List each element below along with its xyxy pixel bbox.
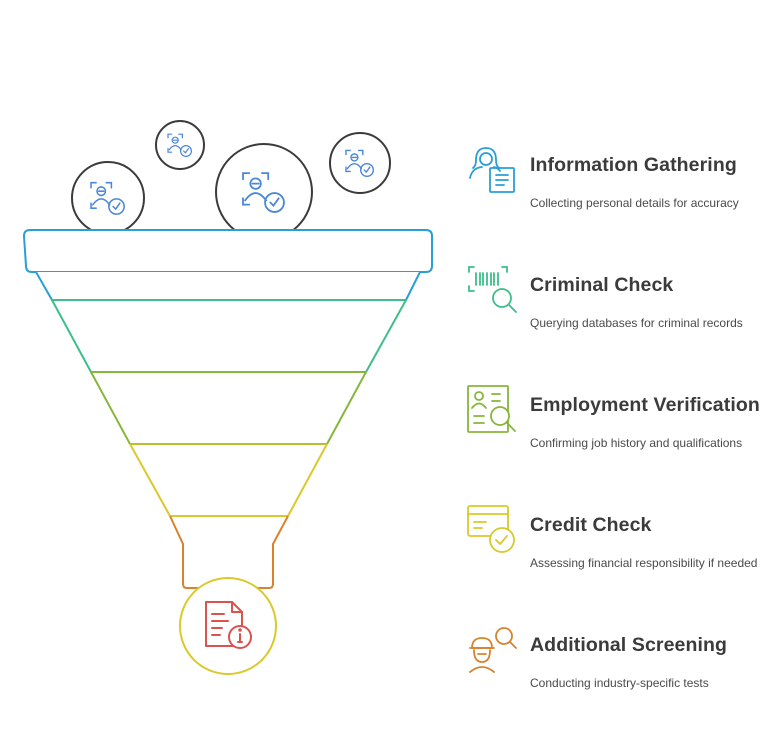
stage-additional-screening: Additional Screening Conducting industry… (466, 624, 782, 704)
funnel-stage-4 (129, 443, 328, 517)
funnel-rim (22, 229, 433, 273)
verified-person-icon (345, 149, 374, 177)
input-bubble-2 (155, 120, 205, 170)
stage-title: Criminal Check (530, 274, 674, 296)
stage-information-gathering: Information Gathering Collecting persona… (466, 144, 782, 224)
person-document-icon (469, 147, 515, 193)
document-info-icon (205, 601, 252, 649)
worker-search-icon (469, 627, 517, 673)
input-bubble-1 (71, 161, 145, 235)
barcode-search-icon (468, 266, 517, 313)
stage-title: Information Gathering (530, 154, 737, 176)
input-bubble-3 (215, 143, 313, 241)
funnel-stage-1 (35, 271, 421, 301)
resume-search-icon (467, 385, 516, 433)
stage-title: Credit Check (530, 514, 652, 536)
stage-description: Assessing financial responsibility if ne… (530, 556, 758, 570)
stage-employment-verification: Employment Verification Confirming job h… (466, 384, 782, 464)
stage-credit-check: Credit Check Assessing financial respons… (466, 504, 782, 584)
stage-description: Querying databases for criminal records (530, 316, 743, 330)
funnel-stage-2 (51, 299, 407, 373)
output-bubble (179, 577, 277, 675)
credit-card-check-icon (467, 505, 515, 553)
stage-criminal-check: Criminal Check Querying databases for cr… (466, 264, 782, 344)
input-bubble-4 (329, 132, 391, 194)
stage-title: Employment Verification (530, 394, 760, 416)
funnel-stage-3 (90, 371, 367, 445)
verified-person-icon (167, 133, 193, 158)
stage-title: Additional Screening (530, 634, 728, 656)
verified-person-icon (90, 181, 125, 215)
stage-description: Confirming job history and qualification… (530, 436, 743, 450)
stage-description: Conducting industry-specific tests (530, 676, 709, 690)
verified-person-icon (242, 172, 285, 213)
stage-description: Collecting personal details for accuracy (530, 196, 739, 210)
